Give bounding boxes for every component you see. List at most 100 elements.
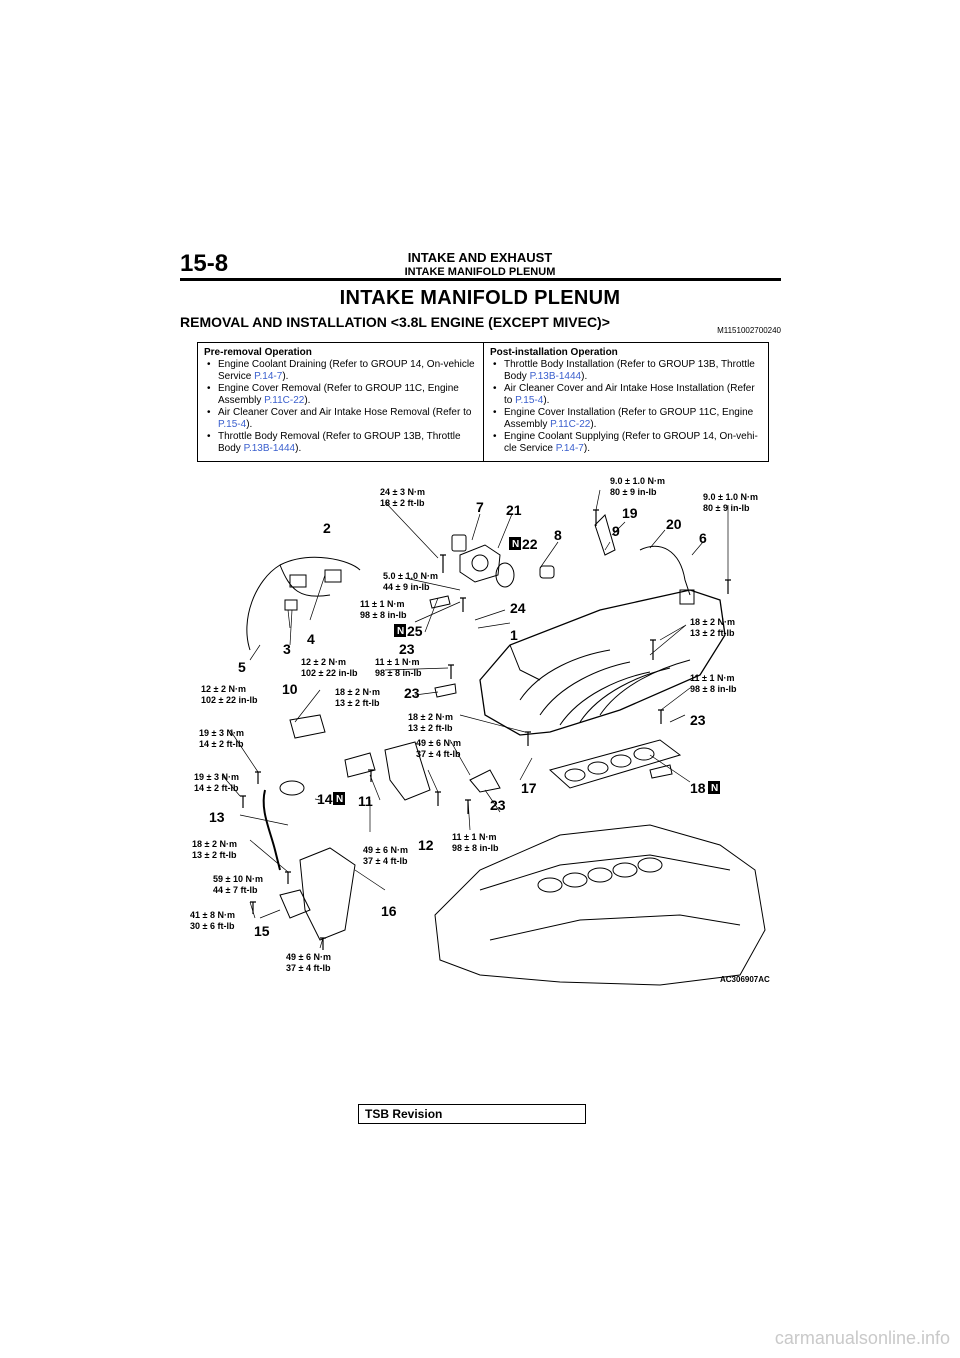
callout-25: 25 (407, 623, 423, 639)
svg-text:13 ± 2 ft-lb: 13 ± 2 ft-lb (192, 850, 237, 860)
new-part-mark: N (397, 626, 404, 637)
torque-spec: 18 ± 2 N·m13 ± 2 ft-lb (408, 712, 453, 733)
svg-text:12 ± 2 N·m: 12 ± 2 N·m (301, 657, 346, 667)
svg-text:24 ± 3 N·m: 24 ± 3 N·m (380, 487, 425, 497)
callout-24: 24 (510, 600, 526, 616)
callout-20: 20 (666, 516, 682, 532)
sensor-7 (451, 534, 467, 552)
plenum-runners (519, 649, 691, 726)
svg-text:49 ± 6 N·m: 49 ± 6 N·m (286, 952, 331, 962)
page-link[interactable]: P.15-4 (515, 395, 544, 406)
throttle-body (459, 544, 501, 583)
engine-ports (537, 857, 663, 893)
torque-spec: 18 ± 2 N·m13 ± 2 ft-lb (192, 839, 237, 860)
procedure-subtitle: REMOVAL AND INSTALLATION <3.8L ENGINE (E… (180, 314, 610, 330)
operations-box: Pre-removal Operation Engine Coolant Dra… (197, 342, 769, 462)
svg-text:18 ± 2 N·m: 18 ± 2 N·m (690, 617, 735, 627)
svg-text:44 ± 9 in-lb: 44 ± 9 in-lb (383, 582, 430, 592)
page-link[interactable]: P.14-7 (254, 371, 283, 382)
header-rule (180, 278, 781, 281)
svg-text:80 ± 9 in-lb: 80 ± 9 in-lb (610, 487, 657, 497)
page-link[interactable]: P.11C-22 (264, 395, 305, 406)
pre-removal-column: Pre-removal Operation Engine Coolant Dra… (198, 343, 483, 461)
pre-removal-heading: Pre-removal Operation (204, 347, 312, 358)
svg-text:14 ± 2 ft-lb: 14 ± 2 ft-lb (194, 783, 239, 793)
svg-text:13 ± 2 ft-lb: 13 ± 2 ft-lb (335, 698, 380, 708)
svg-text:49 ± 6 N·m: 49 ± 6 N·m (416, 738, 461, 748)
bracket-12 (384, 741, 431, 801)
callout-1: 1 (510, 627, 518, 643)
svg-text:102 ± 22 in-lb: 102 ± 22 in-lb (201, 695, 258, 705)
page-link[interactable]: P.15-4 (218, 419, 247, 430)
new-part-mark: N (512, 539, 519, 550)
svg-text:9.0 ± 1.0 N·m: 9.0 ± 1.0 N·m (610, 476, 665, 486)
torque-spec: 49 ± 6 N·m37 ± 4 ft-lb (416, 738, 461, 759)
wiring-harness (246, 556, 361, 651)
page-link[interactable]: P.11C-22 (550, 419, 591, 430)
svg-text:19 ± 3 N·m: 19 ± 3 N·m (199, 728, 244, 738)
bracket-15 (279, 889, 311, 919)
list-item: Throttle Body Removal (Refer to GROUP 13… (204, 431, 477, 455)
callout-21: 21 (506, 502, 522, 518)
post-installation-heading: Post-installation Operation (490, 347, 618, 358)
svg-text:9.0 ± 1.0 N·m: 9.0 ± 1.0 N·m (703, 492, 758, 502)
egr-valve (289, 714, 326, 739)
torque-spec: 41 ± 8 N·m30 ± 6 ft-lb (190, 910, 235, 931)
page-link[interactable]: P.13B-1444 (243, 443, 296, 454)
svg-text:49 ± 6 N·m: 49 ± 6 N·m (363, 845, 408, 855)
page-link[interactable]: P.14-7 (555, 443, 584, 454)
torque-spec: 11 ± 1 N·m98 ± 8 in-lb (452, 832, 499, 853)
bracket-23-c (469, 769, 501, 793)
callout-10: 10 (282, 681, 298, 697)
callout-23: 23 (690, 712, 706, 728)
svg-text:11 ± 1 N·m: 11 ± 1 N·m (452, 832, 496, 842)
bracket-16 (299, 847, 356, 941)
svg-text:14 ± 2 ft-lb: 14 ± 2 ft-lb (199, 739, 244, 749)
callout-13: 13 (209, 809, 225, 825)
list-item: Throttle Body Installation (Refer to GRO… (490, 359, 762, 383)
bracket-9 (594, 514, 616, 556)
svg-text:5.0 ± 1.0 N·m: 5.0 ± 1.0 N·m (383, 571, 438, 581)
svg-text:37 ± 4 ft-lb: 37 ± 4 ft-lb (286, 963, 331, 973)
torque-spec: 49 ± 6 N·m37 ± 4 ft-lb (286, 952, 331, 973)
section-heading: INTAKE AND EXHAUST (407, 250, 553, 265)
page-title: INTAKE MANIFOLD PLENUM (339, 287, 621, 309)
svg-text:98 ± 8 in-lb: 98 ± 8 in-lb (360, 610, 407, 620)
subsection-heading: INTAKE MANIFOLD PLENUM (404, 266, 556, 278)
svg-text:13 ± 2 ft-lb: 13 ± 2 ft-lb (690, 628, 735, 638)
svg-text:11 ± 1 N·m: 11 ± 1 N·m (690, 673, 734, 683)
part-6 (679, 589, 695, 605)
callout-14: 14 (317, 791, 333, 807)
torque-spec: 18 ± 2 N·m13 ± 2 ft-lb (690, 617, 735, 638)
callout-23: 23 (490, 797, 506, 813)
list-item: Air Cleaner Cover and Air Intake Hose Re… (204, 407, 477, 431)
exploded-view-diagram: 1 2 3 4 5 6 7 8 9 10 11 12 13 14 15 16 1… (190, 476, 770, 986)
page-link[interactable]: P.13B-1444 (529, 371, 582, 382)
tsb-revision-box: TSB Revision (358, 1104, 586, 1124)
svg-text:18 ± 2 N·m: 18 ± 2 N·m (192, 839, 237, 849)
bolt-icons (240, 509, 731, 950)
new-part-mark: N (711, 783, 718, 794)
callout-9: 9 (612, 523, 620, 539)
torque-spec: 59 ± 10 N·m44 ± 7 ft-lb (213, 874, 263, 895)
plenum-gasket (548, 739, 682, 789)
callout-17: 17 (521, 780, 537, 796)
callout-6: 6 (699, 530, 707, 546)
pre-removal-list: Engine Coolant Draining (Refer to GROUP … (204, 359, 477, 455)
svg-text:44 ± 7 ft-lb: 44 ± 7 ft-lb (213, 885, 258, 895)
list-item: Air Cleaner Cover and Air Intake Hose In… (490, 383, 762, 407)
list-item: Engine Cover Installation (Refer to GROU… (490, 407, 762, 431)
torque-spec: 49 ± 6 N·m37 ± 4 ft-lb (363, 845, 408, 866)
watermark: carmanualsonline.info (774, 1328, 950, 1348)
engine-block-outline (434, 824, 766, 986)
hose-20 (639, 545, 691, 596)
bracket-23-a (429, 595, 451, 609)
bracket-23-b (434, 683, 457, 698)
callout-7: 7 (476, 499, 484, 515)
svg-text:102 ± 22 in-lb: 102 ± 22 in-lb (301, 668, 358, 678)
callout-19: 19 (622, 505, 638, 521)
document-id: M1151002700240 (717, 326, 781, 335)
torque-spec: 11 ± 1 N·m98 ± 8 in-lb (690, 673, 737, 694)
callout-12: 12 (418, 837, 434, 853)
